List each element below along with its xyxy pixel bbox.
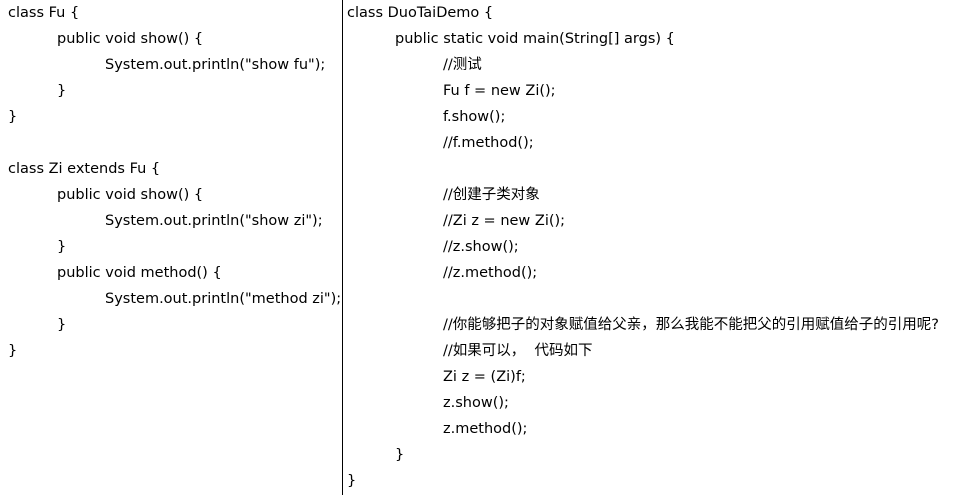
code-comment: //你能够把子的对象赋值给父亲，那么我能不能把父的引用赋值给子的引用呢? [443, 317, 939, 333]
column-divider [342, 0, 343, 495]
code-comment: //z.show(); [443, 239, 519, 255]
code-line: } [8, 343, 18, 359]
code-line: System.out.println("method zi"); [105, 291, 342, 307]
code-line: } [395, 447, 405, 463]
code-line: } [57, 83, 67, 99]
code-line: class Zi extends Fu { [8, 161, 161, 177]
code-line: class Fu { [8, 5, 80, 21]
code-line: z.method(); [443, 421, 528, 437]
code-comment: //如果可以， 代码如下 [443, 343, 593, 359]
code-line: class DuoTaiDemo { [347, 5, 494, 21]
code-line: } [347, 473, 357, 489]
code-line: Zi z = (Zi)f; [443, 369, 526, 385]
code-line: z.show(); [443, 395, 509, 411]
code-line: System.out.println("show zi"); [105, 213, 323, 229]
left-code-panel: class Fu { public void show() { System.o… [0, 0, 342, 495]
code-comment: //f.method(); [443, 135, 534, 151]
code-line: public void method() { [57, 265, 222, 281]
code-line: } [57, 239, 67, 255]
code-comment: //Zi z = new Zi(); [443, 213, 566, 229]
code-line: public static void main(String[] args) { [395, 31, 675, 47]
code-line: } [8, 109, 18, 125]
code-line: f.show(); [443, 109, 506, 125]
code-comment: //创建子类对象 [443, 187, 540, 203]
code-line: } [57, 317, 67, 333]
code-comment: //z.method(); [443, 265, 538, 281]
code-line: Fu f = new Zi(); [443, 83, 556, 99]
code-comment: //测试 [443, 57, 482, 73]
code-line: System.out.println("show fu"); [105, 57, 326, 73]
code-line: public void show() { [57, 187, 204, 203]
code-line: public void show() { [57, 31, 204, 47]
right-code-panel: class DuoTaiDemo { public static void ma… [344, 0, 964, 495]
